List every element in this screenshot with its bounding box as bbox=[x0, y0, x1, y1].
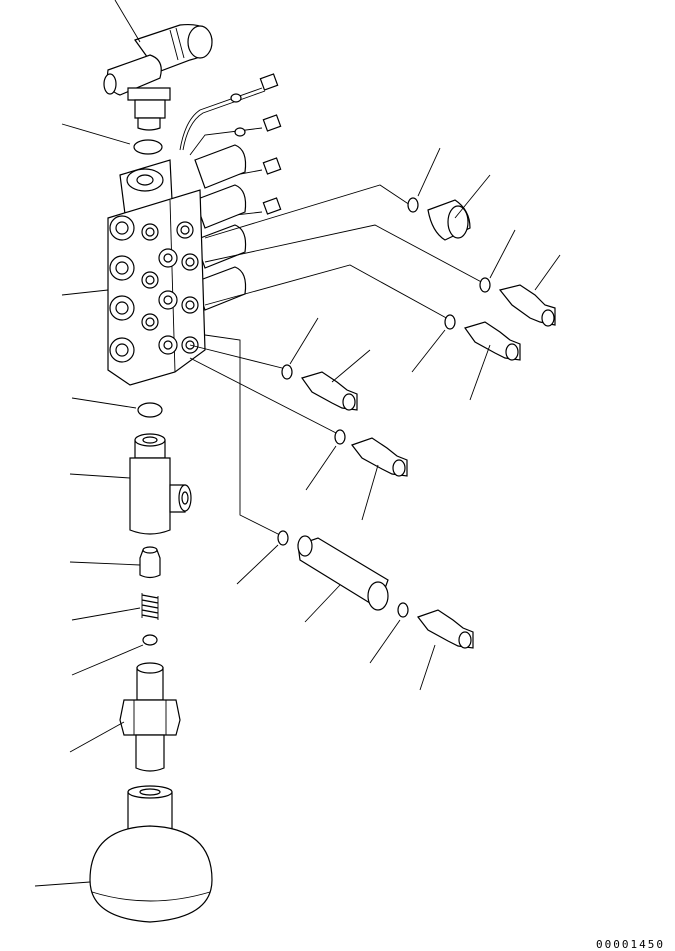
cartridge-valve-5 bbox=[369, 602, 474, 691]
tee-fitting bbox=[69, 433, 192, 535]
cartridge-valve-2 bbox=[411, 314, 521, 401]
ball bbox=[71, 634, 158, 676]
accumulator bbox=[34, 785, 213, 923]
plug-1 bbox=[407, 147, 491, 241]
check-valve-seat bbox=[69, 546, 161, 579]
cartridge-valve-4 bbox=[305, 429, 408, 521]
solenoid-valve-block bbox=[61, 144, 247, 386]
o-ring-top bbox=[61, 123, 163, 155]
spring bbox=[71, 593, 159, 621]
spacer-tube bbox=[236, 530, 389, 623]
document-number: 00001450 bbox=[596, 938, 665, 951]
cartridge-valve-1 bbox=[479, 229, 561, 327]
assembly-center-lines bbox=[189, 184, 488, 536]
cartridge-valve-3 bbox=[281, 317, 371, 411]
top-elbow-fitting bbox=[103, 0, 213, 131]
adapter-fitting bbox=[69, 662, 181, 772]
wire-harness bbox=[179, 73, 282, 216]
o-ring-lower bbox=[71, 397, 163, 418]
